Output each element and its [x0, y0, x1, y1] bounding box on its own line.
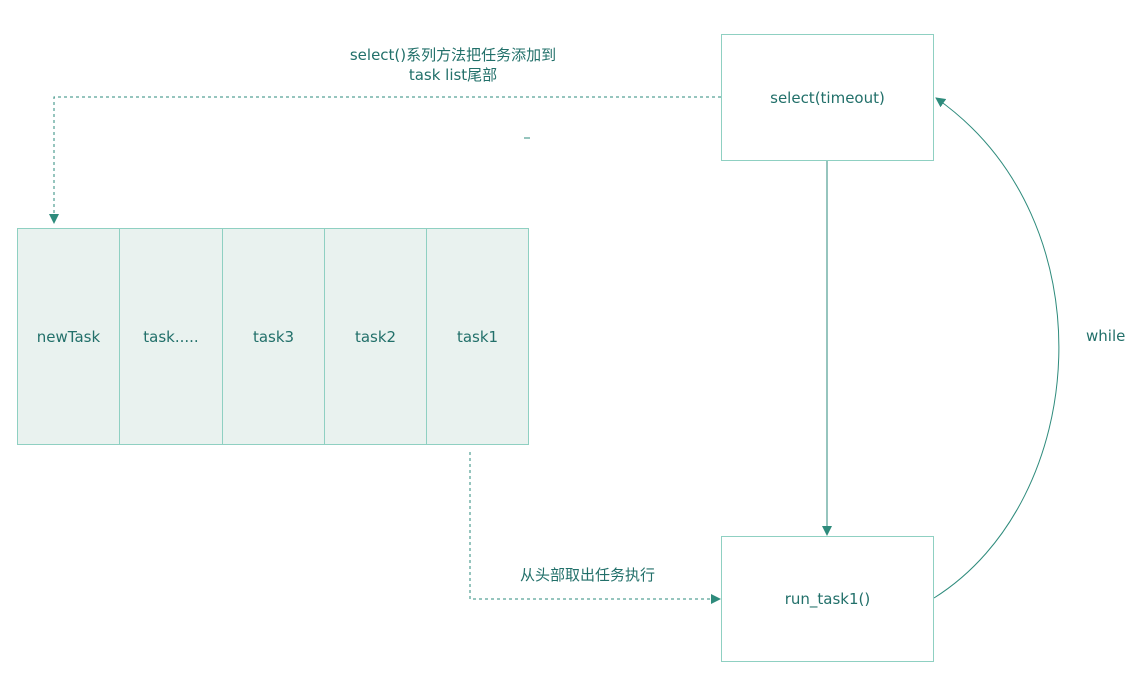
queue-cell-label: task..... [143, 327, 199, 346]
queue-cell-task2: task2 [324, 228, 427, 445]
select-add-label-line2: task list尾部 [408, 66, 498, 84]
queue-cell-task1: task1 [426, 228, 529, 445]
queue-cell-label: task1 [456, 327, 499, 346]
edge-run-to-select-loop [933, 97, 1060, 599]
queue-cell-label: newTask [36, 327, 101, 346]
queue-cell-newtask: newTask [17, 228, 120, 445]
take-from-head-label: 从头部取出任务执行 [520, 566, 656, 584]
edge-task1-to-run [469, 452, 721, 604]
queue-cell-task3: task3 [222, 228, 325, 445]
select-add-label: select()系列方法把任务添加到 task list尾部 [303, 45, 603, 85]
select-add-label-line1: select()系列方法把任务添加到 [349, 46, 557, 64]
while-label: while [1086, 327, 1126, 345]
queue-cell-label: task2 [354, 327, 397, 346]
queue-cell-label: task3 [252, 327, 295, 346]
edge-select-to-newtask [49, 96, 721, 224]
select-timeout-box: select(timeout) [721, 34, 934, 161]
select-timeout-label: select(timeout) [770, 88, 885, 107]
queue-cell-ellipsis: task..... [119, 228, 223, 445]
run-task1-box: run_task1() [721, 536, 934, 662]
run-task1-label: run_task1() [784, 590, 871, 608]
